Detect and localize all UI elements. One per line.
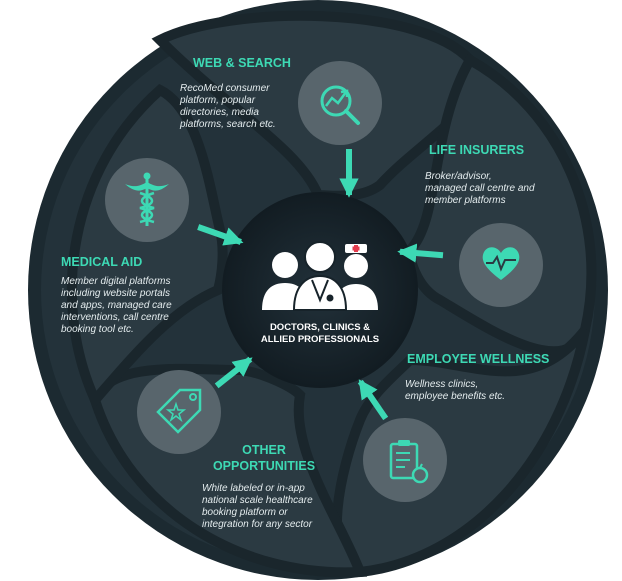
nurse-cross-icon (352, 245, 360, 252)
search-chart-icon (298, 61, 382, 145)
price-tag-icon (137, 370, 221, 454)
arrow-employee (357, 379, 389, 421)
other-opportunities-desc-2: national scale healthcare (202, 495, 313, 506)
medical-aid-desc-3: and apps, managed care (61, 300, 172, 311)
life-insurers-title: LIFE INSURERS (429, 143, 524, 157)
life-insurers-desc-1: Broker/advisor, (425, 171, 492, 182)
caduceus-icon (105, 158, 189, 242)
segment-life-shape (404, 53, 597, 357)
web-search-desc-4: platforms, search etc. (179, 119, 276, 130)
life-insurers-desc-2: managed call centre and (425, 183, 535, 194)
web-search-desc-1: RecoMed consumer (180, 83, 270, 94)
medical-aid-desc-2: including website portals (61, 288, 170, 299)
other-opportunities-desc-3: booking platform or (202, 507, 288, 518)
segment-employee-shape (331, 326, 590, 578)
arrows (197, 149, 444, 421)
other-opportunities-desc-4: integration for any sector (202, 519, 313, 530)
center-label-line2: ALLIED PROFESSIONALS (261, 334, 379, 345)
employee-wellness-title: EMPLOYEE WELLNESS (407, 352, 549, 366)
heart-pulse-icon (459, 223, 543, 307)
arrow-other (214, 356, 253, 389)
medical-aid-title: MEDICAL AID (61, 255, 142, 269)
clipboard-apple-icon (363, 418, 447, 502)
employee-wellness-desc-2: employee benefits etc. (405, 391, 505, 402)
segment-medical-shape (66, 84, 228, 410)
medical-aid-desc-1: Member digital platforms (61, 276, 170, 287)
center-label-line1: DOCTORS, CLINICS & (270, 322, 370, 333)
web-search-desc-2: platform, popular (179, 95, 256, 106)
life-insurers-desc-3: member platforms (425, 195, 506, 206)
other-opportunities-title-2: OPPORTUNITIES (213, 459, 315, 473)
medical-staff-icon (262, 241, 378, 311)
arrow-life (397, 243, 444, 263)
other-opportunities-title-1: OTHER (242, 443, 286, 457)
employee-wellness-desc-1: Wellness clinics, (405, 379, 478, 390)
medical-aid-desc-5: booking tool etc. (61, 324, 134, 335)
medical-aid-desc-4: interventions, call centre (61, 312, 169, 323)
other-opportunities-desc-1: White labeled or in-app (202, 483, 305, 494)
web-search-desc-3: directories, media (180, 107, 259, 118)
web-search-title: WEB & SEARCH (193, 56, 291, 70)
arrow-medical (197, 224, 244, 246)
